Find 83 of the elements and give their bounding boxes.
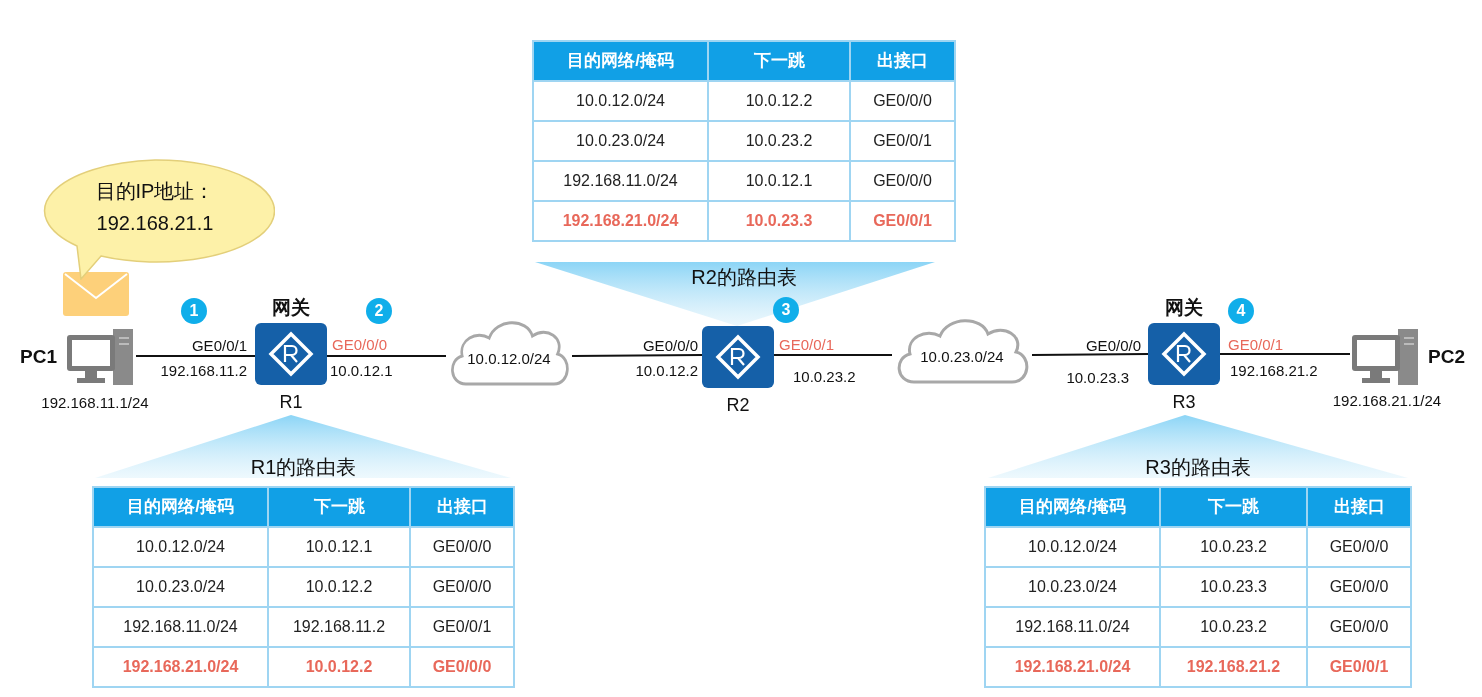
interface-label: GE0/0/0 <box>332 335 388 354</box>
table-cell: 192.168.11.2 <box>268 607 410 647</box>
callout-number: 4 <box>1228 298 1254 324</box>
table-cell: 192.168.21.2 <box>1160 647 1307 687</box>
interface-address: GE0/0/1 <box>191 336 247 355</box>
interface-label: GE0/0/1 <box>779 335 835 354</box>
table-cell: 10.0.12.2 <box>268 567 410 607</box>
interface-address: 192.168.21.2 <box>1230 361 1318 380</box>
table-cell: GE0/0/1 <box>410 607 514 647</box>
ip-address-label: 192.168.21.1/24 <box>1331 391 1443 411</box>
table-cell: GE0/0/0 <box>410 567 514 607</box>
interface-address: 192.168.11.2 <box>160 361 247 380</box>
table-cell: 10.0.12.0/24 <box>93 527 268 567</box>
table-cell: GE0/0/1 <box>850 121 955 161</box>
table-cell: 192.168.11.0/24 <box>93 607 268 647</box>
table-header-cell: 目的网络/掩码 <box>985 487 1160 527</box>
table-cell: GE0/0/0 <box>850 81 955 121</box>
interface-address: GE0/0/0 <box>1085 336 1141 355</box>
network-link <box>1219 353 1351 355</box>
table-cell: 10.0.23.2 <box>708 121 850 161</box>
bubble-text: 192.168.21.1 <box>96 211 214 236</box>
table-header-cell: 出接口 <box>850 41 955 81</box>
table-cell: 192.168.11.0/24 <box>533 161 708 201</box>
table-cell: 192.168.21.0/24 <box>533 201 708 241</box>
table-title: R1的路由表 <box>250 455 357 480</box>
table-cell: 10.0.12.1 <box>708 161 850 201</box>
ip-address-label: 192.168.11.1/24 <box>40 393 150 413</box>
table-cell: 10.0.23.3 <box>708 201 850 241</box>
table-header-cell: 下一跳 <box>708 41 850 81</box>
network-link <box>1031 353 1149 356</box>
table-cell: GE0/0/0 <box>410 647 514 687</box>
network-link <box>135 355 256 357</box>
table-cell: GE0/0/0 <box>1307 567 1411 607</box>
network-label: 10.0.12.0/24 <box>467 348 551 369</box>
network-label: 10.0.23.0/24 <box>920 346 1004 367</box>
interface-label: GE0/0/1 <box>1228 335 1284 354</box>
table-cell: 10.0.12.2 <box>708 81 850 121</box>
table-cell: 10.0.12.0/24 <box>985 527 1160 567</box>
table-header-cell: 下一跳 <box>1160 487 1307 527</box>
router-label: R1 <box>279 391 303 413</box>
table-cell: GE0/0/1 <box>850 201 955 241</box>
callout-number: 3 <box>773 297 799 323</box>
table-cell: GE0/0/0 <box>410 527 514 567</box>
table-header-cell: 出接口 <box>410 487 514 527</box>
table-title: R3的路由表 <box>1145 455 1251 480</box>
table-header-cell: 目的网络/掩码 <box>93 487 268 527</box>
bubble-text: 目的IP地址： <box>95 179 215 204</box>
table-cell: 10.0.12.0/24 <box>533 81 708 121</box>
table-cell: 10.0.23.0/24 <box>985 567 1160 607</box>
table-cell: 10.0.12.2 <box>268 647 410 687</box>
router-label: R2 <box>726 394 750 416</box>
interface-address: 10.0.12.2 <box>635 361 698 380</box>
table-cell: GE0/0/1 <box>1307 647 1411 687</box>
table-cell: 192.168.21.0/24 <box>985 647 1160 687</box>
router-label: R3 <box>1172 391 1196 413</box>
interface-address: 10.0.12.1 <box>330 361 393 380</box>
network-link <box>326 355 447 357</box>
table-header-cell: 出接口 <box>1307 487 1411 527</box>
table-cell: 10.0.23.3 <box>1160 567 1307 607</box>
table-cell: 10.0.23.2 <box>1160 527 1307 567</box>
callout-number: 1 <box>181 298 207 324</box>
gateway-label: 网关 <box>271 296 311 320</box>
network-link <box>773 354 893 356</box>
table-cell: GE0/0/0 <box>850 161 955 201</box>
table-cell: 10.0.23.0/24 <box>93 567 268 607</box>
table-header-cell: 目的网络/掩码 <box>533 41 708 81</box>
table-title: R2的路由表 <box>691 265 797 290</box>
interface-address: 10.0.23.2 <box>793 367 856 386</box>
computer-label: PC1 <box>20 344 57 369</box>
table-cell: 192.168.11.0/24 <box>985 607 1160 647</box>
network-link <box>571 354 703 357</box>
gateway-label: 网关 <box>1164 296 1204 320</box>
table-header-cell: 下一跳 <box>268 487 410 527</box>
table-cell: GE0/0/0 <box>1307 527 1411 567</box>
interface-address: GE0/0/0 <box>642 336 698 355</box>
computer-label: PC2 <box>1428 344 1465 369</box>
callout-number: 2 <box>366 298 392 324</box>
table-cell: 192.168.21.0/24 <box>93 647 268 687</box>
table-cell: 10.0.12.1 <box>268 527 410 567</box>
interface-address: 10.0.23.3 <box>1066 368 1129 387</box>
table-cell: 10.0.23.0/24 <box>533 121 708 161</box>
table-cell: GE0/0/0 <box>1307 607 1411 647</box>
table-cell: 10.0.23.2 <box>1160 607 1307 647</box>
